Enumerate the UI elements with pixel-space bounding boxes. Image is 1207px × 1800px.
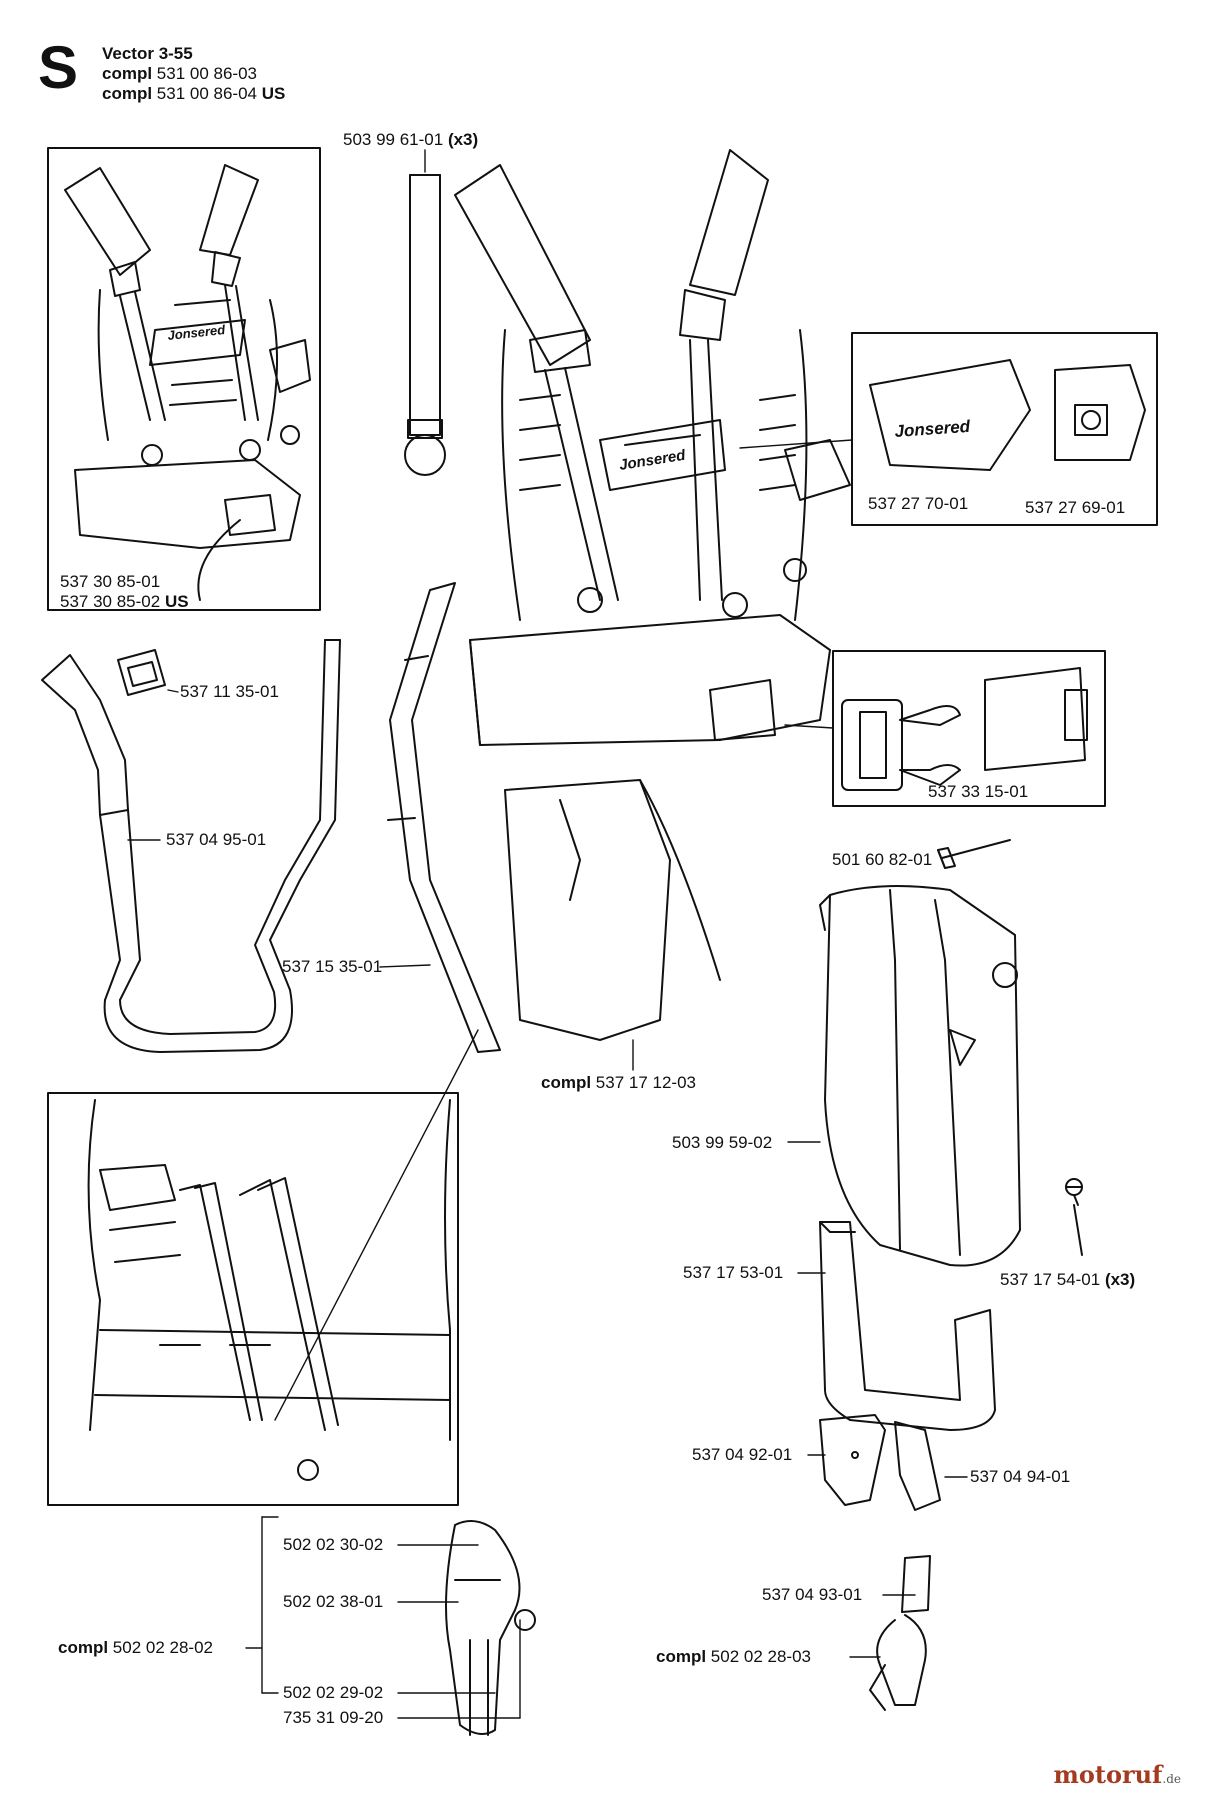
part-label-502023801: 502 02 38-01 <box>283 1592 384 1611</box>
main-harness-drawing <box>454 149 851 1041</box>
part-label-735310920: 735 31 09-20 <box>283 1708 384 1727</box>
part-label-537276901: 537 27 69-01 <box>1025 498 1126 517</box>
part-label-537049201: 537 04 92-01 <box>692 1445 793 1464</box>
header-line-2: compl 531 00 86-04 US <box>102 84 286 103</box>
holster-drawing <box>819 885 1021 1267</box>
clip-drawing <box>819 1414 941 1511</box>
part-label-502022902: 502 02 29-02 <box>283 1683 384 1702</box>
part-label-502022802: compl 502 02 28-02 <box>58 1638 213 1657</box>
part-label-503996101: 503 99 61-01 (x3) <box>343 130 479 149</box>
part-label-537049301: 537 04 93-01 <box>762 1585 863 1604</box>
u-bracket-drawing <box>819 1221 996 1431</box>
diagram-header: Vector 3-55 compl 531 00 86-03 compl 531… <box>102 44 285 104</box>
part-label-537113501: 537 11 35-01 <box>180 682 279 701</box>
model-title: Vector 3-55 <box>102 44 193 63</box>
part-label-537049501: 537 04 95-01 <box>166 830 267 849</box>
part-label-501608201: 501 60 82-01 <box>832 850 933 869</box>
inset-harness-box <box>47 147 321 611</box>
belt-strap-drawing <box>41 639 341 1053</box>
pad-strip-drawing <box>387 582 501 1053</box>
part-label-537175301: 537 17 53-01 <box>683 1263 784 1282</box>
section-letter: S <box>38 34 79 101</box>
part-label-537277001: 537 27 70-01 <box>868 494 969 513</box>
shoulder-pad-drawing <box>869 359 1146 471</box>
part-label-537049401: 537 04 94-01 <box>970 1467 1071 1486</box>
part-label-537331501: 537 33 15-01 <box>928 782 1029 801</box>
svg-text:Jonsered: Jonsered <box>618 447 687 474</box>
hook-assembly-02-drawing <box>445 1520 536 1736</box>
hook-assembly-03-drawing <box>869 1555 931 1711</box>
part-label-502023002: 502 02 30-02 <box>283 1535 384 1554</box>
buckle-drawing <box>841 667 1088 791</box>
part-label-502022803: compl 502 02 28-03 <box>656 1647 811 1666</box>
shoulder-pad-box <box>851 332 1158 526</box>
inset-harness-drawing <box>64 164 311 601</box>
part-label-537153501: 537 15 35-01 <box>282 957 383 976</box>
part-label-537171203: compl 537 17 12-03 <box>541 1073 696 1092</box>
slide-buckle-drawing <box>117 649 166 696</box>
screw-drawing <box>1065 1178 1083 1256</box>
svg-text:Jonsered: Jonsered <box>894 417 971 441</box>
inset-wearing-drawing <box>87 1099 451 1481</box>
inset-wearing-box <box>47 1092 459 1506</box>
part-label-537175401: 537 17 54-01 (x3) <box>1000 1270 1136 1289</box>
strap-loop-drawing <box>404 174 446 476</box>
rivet-drawing <box>937 839 1011 869</box>
svg-text:Jonsered: Jonsered <box>167 322 227 343</box>
part-label-503995902: 503 99 59-02 <box>672 1133 773 1152</box>
part-label-537308502: 537 30 85-02 US <box>60 592 189 611</box>
watermark-logo: motoruf.de <box>1053 1760 1181 1789</box>
part-label-537308501: 537 30 85-01 <box>60 572 161 591</box>
header-line-1: compl 531 00 86-03 <box>102 64 257 83</box>
